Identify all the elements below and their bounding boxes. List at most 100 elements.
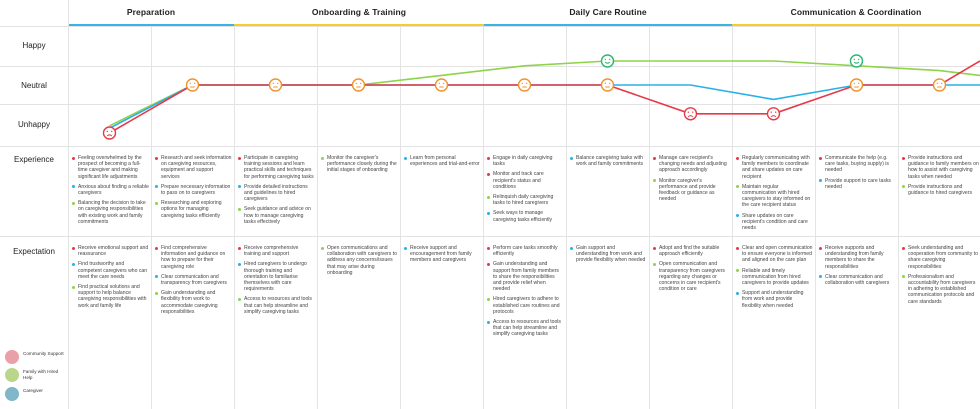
experience-cell: Feeling overwhelmed by the prospect of b… xyxy=(72,155,149,235)
legend-label: Family with Hired Help xyxy=(23,369,59,380)
phase-bar-daily-care xyxy=(484,24,732,26)
experience-item: Relinquish daily caregiving tasks to hir… xyxy=(487,194,564,206)
expectation-item-text: Professionalism and accountability from … xyxy=(908,273,976,305)
bullet-dot-icon xyxy=(72,185,75,189)
bullet-dot-icon xyxy=(487,297,490,301)
experience-item: Prepare necessary information to pass on… xyxy=(155,184,232,196)
expectation-item: Professionalism and accountability from … xyxy=(902,274,979,305)
bullet-dot-icon xyxy=(155,275,158,279)
experience-item: Provide detailed instructions and guidel… xyxy=(238,184,315,203)
expectation-item-text: Reliable and timely communication from h… xyxy=(742,267,809,287)
column-divider xyxy=(234,26,235,409)
expectation-item-text: Clear communication and collaboration wi… xyxy=(825,273,890,287)
experience-item-text: Researching and exploring options for ma… xyxy=(161,200,222,219)
expectation-cell: Clear and open communication to ensure e… xyxy=(736,245,813,407)
phase-bar-onboarding xyxy=(234,24,484,26)
row-label-happy: Happy xyxy=(22,41,46,50)
expectation-item: Receive support and encouragement from f… xyxy=(404,245,481,264)
expectation-item-text: Find comprehensive information and guida… xyxy=(161,245,226,270)
bullet-dot-icon xyxy=(653,246,656,250)
expectation-item-text: Hired caregivers to adhere to establishe… xyxy=(493,296,560,315)
experience-item-text: Monitor the caregiver's performance clos… xyxy=(327,155,397,174)
experience-item: Participate in caregiving training sessi… xyxy=(238,155,315,180)
expectation-item: Open communication and transparency from… xyxy=(653,261,730,292)
bullet-dot-icon xyxy=(902,156,905,160)
bullet-dot-icon xyxy=(819,179,822,183)
bullet-dot-icon xyxy=(487,172,490,176)
emotion-face-neutral-icon xyxy=(268,78,283,92)
expectation-item: Find trustworthy and competent caregiver… xyxy=(72,261,149,280)
column-divider xyxy=(898,26,899,409)
emotion-face-neutral-icon xyxy=(434,78,449,92)
bullet-dot-icon xyxy=(487,320,490,324)
expectation-item-text: Find practical solutions and support to … xyxy=(78,284,147,309)
emotion-chart xyxy=(102,54,980,140)
bullet-dot-icon xyxy=(238,297,241,301)
emotion-face-neutral-icon xyxy=(932,78,947,92)
expectation-item-text: Receive emotional support and reassuranc… xyxy=(78,245,149,258)
emotion-face-neutral-icon xyxy=(185,78,200,92)
expectation-item: Open communications and collaboration wi… xyxy=(321,245,398,276)
bullet-dot-icon xyxy=(570,156,573,160)
column-divider xyxy=(815,26,816,409)
emotion-face-sad-icon xyxy=(766,107,781,121)
column-divider xyxy=(317,26,318,409)
bullet-dot-icon xyxy=(321,246,324,250)
phase-bar-communication xyxy=(732,24,980,26)
experience-item-text: Provide support to care tasks needed xyxy=(825,177,891,190)
experience-item: Provide instructions and guidance to hir… xyxy=(902,184,979,196)
emotion-line-blue xyxy=(109,84,980,129)
experience-cell: Monitor the caregiver's performance clos… xyxy=(321,155,398,235)
expectation-item-text: Gain understanding and support from fami… xyxy=(493,261,559,293)
bullet-dot-icon xyxy=(238,156,241,160)
bullet-dot-icon xyxy=(404,156,407,160)
column-divider xyxy=(400,26,401,409)
experience-cell: Manage care recipient's changing needs a… xyxy=(653,155,730,235)
bullet-dot-icon xyxy=(72,201,75,205)
experience-cell: Provide instructions and guidance to fam… xyxy=(902,155,979,235)
bullet-dot-icon xyxy=(155,185,158,189)
expectation-cell: Seek understanding and cooperation from … xyxy=(902,245,979,407)
row-label-experience: Experience xyxy=(13,155,55,164)
bullet-dot-icon xyxy=(238,246,241,250)
phase-label-preparation: Preparation xyxy=(126,7,176,17)
expectation-cell: Receive support and encouragement from f… xyxy=(404,245,481,407)
expectation-item-text: Receive support and encouragement from f… xyxy=(410,245,472,264)
bullet-dot-icon xyxy=(487,246,490,250)
expectation-cell: Open communications and collaboration wi… xyxy=(321,245,398,407)
phase-label-communication: Communication & Coordination xyxy=(790,7,922,17)
experience-item: Regularly communicating with family memb… xyxy=(736,155,813,180)
bullet-dot-icon xyxy=(487,211,490,215)
emotion-face-sad-icon xyxy=(683,107,698,121)
experience-item: Balancing the decision to take on caregi… xyxy=(72,200,149,225)
phase-label-onboarding: Onboarding & Training xyxy=(311,7,407,17)
emotion-line-red xyxy=(109,60,980,134)
bullet-dot-icon xyxy=(653,262,656,266)
expectation-item-text: Access to resources and tools that can h… xyxy=(493,319,561,338)
divider-neutral-unhappy xyxy=(0,104,980,105)
emotion-face-happy-icon xyxy=(600,54,615,68)
experience-item: Feeling overwhelmed by the prospect of b… xyxy=(72,155,149,180)
divider-emotion-experience xyxy=(0,146,980,147)
legend-community-support: Community Support xyxy=(5,350,67,372)
expectation-item-text: Support and understanding from work and … xyxy=(742,290,804,309)
experience-cell: Participate in caregiving training sessi… xyxy=(238,155,315,235)
expectation-cell: Receive supports and understanding from … xyxy=(819,245,896,407)
experience-item-text: Provide instructions and guidance to hir… xyxy=(908,183,972,197)
column-divider xyxy=(151,26,152,409)
emotion-face-happy-icon xyxy=(849,54,864,68)
bullet-dot-icon xyxy=(321,156,324,160)
expectation-item: Receive emotional support and reassuranc… xyxy=(72,245,149,257)
emotion-face-sad-icon xyxy=(102,126,117,140)
divider-happy-top xyxy=(0,26,980,27)
experience-item-text: Monitor and track care recipient's statu… xyxy=(493,171,544,190)
experience-item-text: Anxious about finding a reliable caregiv… xyxy=(78,183,149,197)
experience-item-text: Feeling overwhelmed by the prospect of b… xyxy=(78,155,142,180)
expectation-item-text: Receive comprehensive training and suppo… xyxy=(244,245,299,258)
experience-item: Communicate the help (e.g. care tasks, b… xyxy=(819,155,896,174)
bullet-dot-icon xyxy=(238,207,241,211)
expectation-cell: Gain support and understanding from work… xyxy=(570,245,647,407)
column-divider xyxy=(732,26,733,409)
experience-item: Monitor the caregiver's performance clos… xyxy=(321,155,398,174)
